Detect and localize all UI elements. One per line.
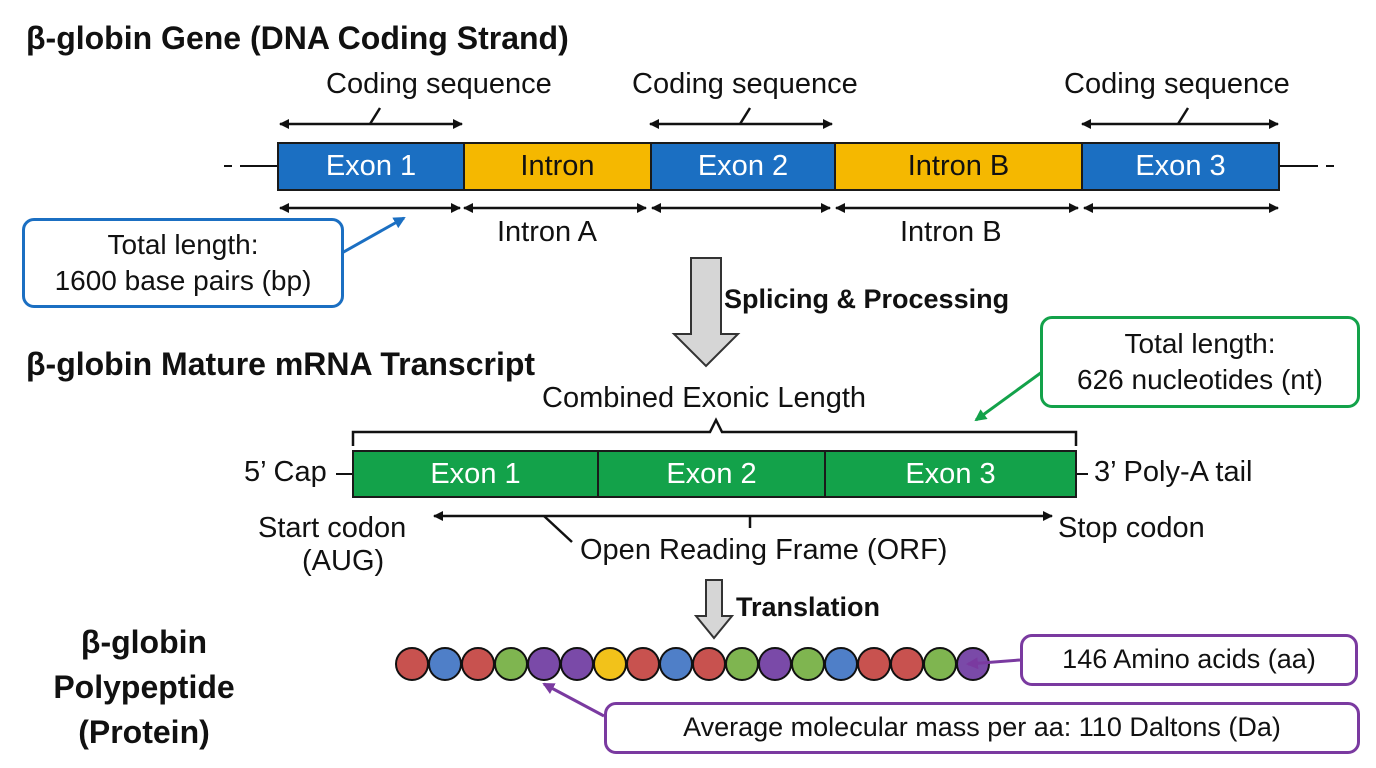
start-codon-line1: Start codon xyxy=(258,512,407,544)
amino-acid-bead xyxy=(758,647,792,681)
mrna-length-line2: 626 nucleotides (nt) xyxy=(1077,364,1323,395)
start-codon-label: Start codon (AUG) xyxy=(258,512,406,578)
amino-acids-callout: 146 Amino acids (aa) xyxy=(1020,634,1358,686)
protein-title-line2: Polypeptide xyxy=(53,668,235,705)
intron-a-label: Intron A xyxy=(497,216,597,248)
amino-acid-bead xyxy=(791,647,825,681)
orf-label: Open Reading Frame (ORF) xyxy=(580,534,948,566)
mass-pointer xyxy=(542,682,605,718)
amino-acid-bead xyxy=(824,647,858,681)
coding-label-1: Coding sequence xyxy=(326,68,552,100)
protein-title: β-globin Polypeptide (Protein) xyxy=(26,620,262,754)
amino-acid-bead xyxy=(593,647,627,681)
gene-title: β-globin Gene (DNA Coding Strand) xyxy=(26,20,569,56)
amino-acid-bead xyxy=(560,647,594,681)
coding-label-2: Coding sequence xyxy=(632,68,858,100)
intron-b-label: Intron B xyxy=(900,216,1002,248)
five-prime-cap: 5’ Cap xyxy=(244,456,327,488)
orf-arrow xyxy=(433,511,1053,543)
dna-length-line2: 1600 base pairs (bp) xyxy=(54,265,312,296)
protein-title-line1: β-globin xyxy=(80,624,208,660)
splicing-label: Splicing & Processing xyxy=(724,284,1010,314)
amino-acid-bead xyxy=(626,647,660,681)
amino-acid-bead xyxy=(659,647,693,681)
mass-callout: Average molecular mass per aa: 110 Dalto… xyxy=(604,702,1360,754)
amino-acid-bead xyxy=(395,647,429,681)
dna-exon-1: Exon 1 xyxy=(277,142,463,191)
translation-arrow-shape xyxy=(693,579,735,640)
dna-length-pointer xyxy=(339,216,406,256)
mrna-length-pointer xyxy=(974,370,1043,422)
combined-exonic-label: Combined Exonic Length xyxy=(542,382,867,414)
protein-title-line3: (Protein) xyxy=(78,713,210,750)
combined-length-bracket xyxy=(351,417,1078,446)
coding-label-3: Coding sequence xyxy=(1064,68,1290,100)
amino-acid-bead xyxy=(428,647,462,681)
three-prime-tail: 3’ Poly-A tail xyxy=(1094,456,1253,488)
polypeptide-chain xyxy=(395,647,990,681)
mass-text: Average molecular mass per aa: 110 Dalto… xyxy=(683,712,1281,743)
mrna-exon-2: Exon 2 xyxy=(597,450,824,498)
dna-intron-b: Intron B xyxy=(834,142,1081,191)
amino-acid-bead xyxy=(527,647,561,681)
dna-intron-a: Intron xyxy=(463,142,650,191)
amino-acid-bead xyxy=(923,647,957,681)
amino-acid-bead xyxy=(725,647,759,681)
amino-acid-bead xyxy=(890,647,924,681)
dna-length-line1: Total length: xyxy=(107,228,259,260)
amino-acids-pointer xyxy=(966,657,1021,670)
coding-sequence-arrows xyxy=(279,107,1279,129)
stop-codon-label: Stop codon xyxy=(1058,512,1205,544)
mrna-title: β-globin Mature mRNA Transcript xyxy=(26,346,536,382)
translation-label: Translation xyxy=(736,592,881,622)
amino-acids-text: 146 Amino acids (aa) xyxy=(1062,644,1316,675)
dna-exon-2: Exon 2 xyxy=(650,142,834,191)
amino-acid-bead xyxy=(461,647,495,681)
amino-acid-bead xyxy=(857,647,891,681)
mrna-length-callout: Total length: 626 nucleotides (nt) xyxy=(1040,316,1360,408)
amino-acid-bead xyxy=(494,647,528,681)
mrna-exon-1: Exon 1 xyxy=(352,450,597,498)
start-codon-line2: (AUG) xyxy=(302,545,385,577)
dna-exon-3: Exon 3 xyxy=(1081,142,1280,191)
mrna-exon-3: Exon 3 xyxy=(824,450,1077,498)
amino-acid-bead xyxy=(692,647,726,681)
mrna-length-line1: Total length: xyxy=(1124,327,1276,359)
splicing-arrow-shape xyxy=(671,257,741,368)
dna-length-callout: Total length: 1600 base pairs (bp) xyxy=(22,218,344,308)
